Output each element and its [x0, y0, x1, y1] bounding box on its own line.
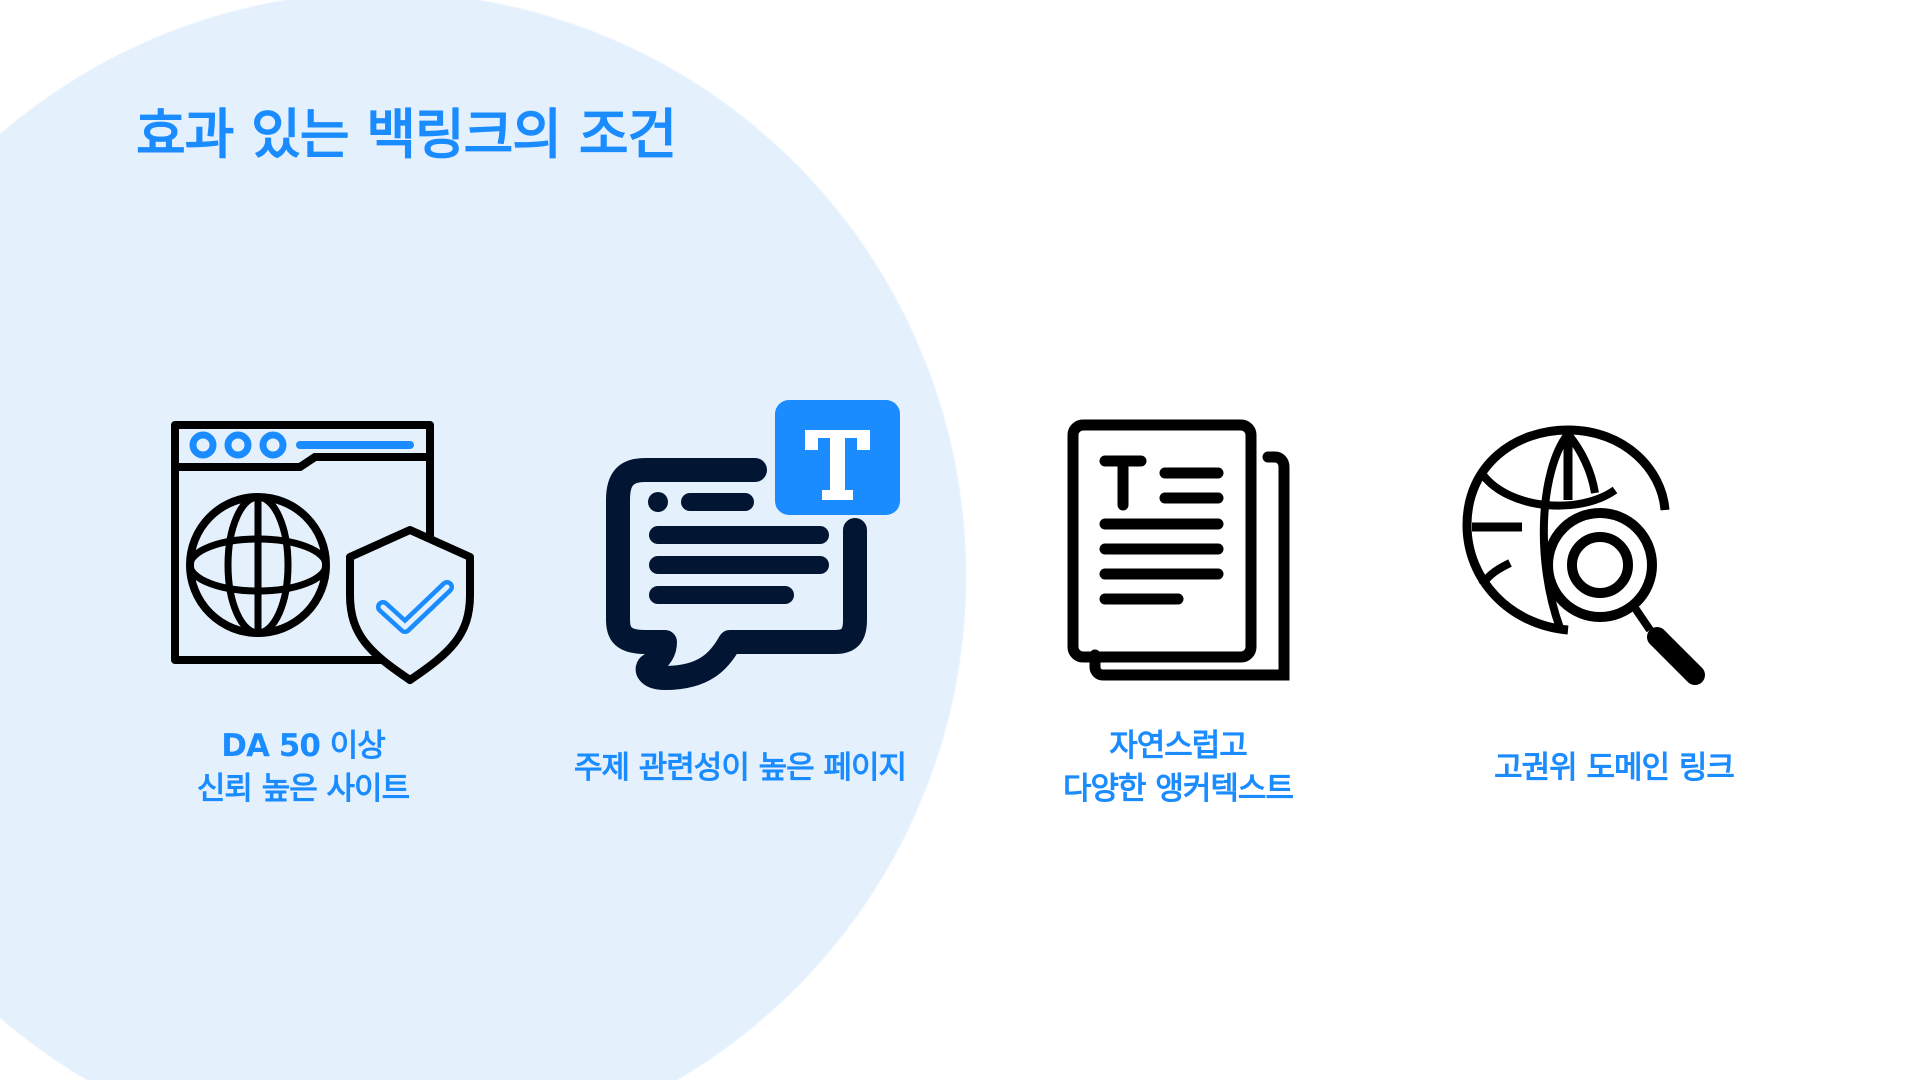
item-label-da-score: DA 50 이상 신뢰 높은 사이트 [93, 725, 513, 811]
item-label-topic-relevance: 주제 관련성이 높은 페이지 [530, 747, 950, 790]
label-line: 자연스럽고 [1109, 728, 1248, 764]
page-title: 효과 있는 백링크의 조건 [136, 103, 677, 166]
secure-website-icon [165, 385, 485, 705]
label-line: 주제 관련성이 높은 페이지 [573, 750, 907, 786]
label-line: DA 50 이상 [221, 728, 386, 764]
globe-search-icon [1440, 390, 1760, 710]
label-line: 다양한 앵커텍스트 [1063, 771, 1294, 807]
label-line: 고권위 도메인 링크 [1494, 750, 1735, 786]
item-label-anchor-text: 자연스럽고 다양한 앵커텍스트 [968, 725, 1388, 811]
label-line: 신뢰 높은 사이트 [196, 771, 410, 807]
item-label-authority-domain: 고권위 도메인 링크 [1404, 747, 1824, 790]
text-chat-icon [605, 390, 925, 710]
text-document-icon [1018, 385, 1338, 705]
